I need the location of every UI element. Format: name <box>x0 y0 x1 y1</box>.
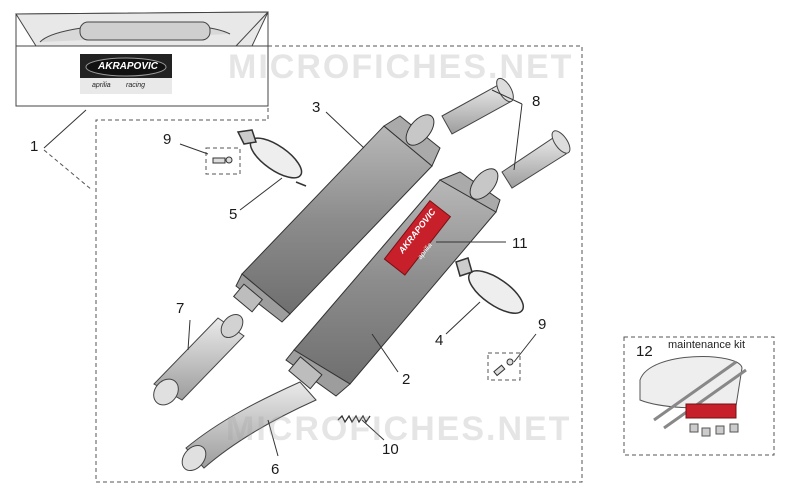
clamp-5 <box>236 129 307 187</box>
screw-frame-right <box>487 352 521 381</box>
maintenance-kit-frame <box>623 336 775 456</box>
leader-lines <box>43 89 537 457</box>
spring-10 <box>337 414 371 424</box>
box-logo-sub-right: racing <box>126 82 146 89</box>
box-logo-sub-left: aprilia <box>92 82 111 89</box>
box-logo-brand: AKRAPOVIC <box>98 61 159 72</box>
callout-3: 3 <box>312 99 321 116</box>
box-logo-emblem <box>85 57 167 77</box>
callout-4: 4 <box>435 332 444 349</box>
callout-12: 12 <box>636 343 653 360</box>
screw-9-right <box>493 358 514 377</box>
clamp-4 <box>455 257 525 314</box>
screw-frame-left <box>205 147 241 175</box>
main-assembly-frame <box>95 45 583 483</box>
callout-6: 6 <box>271 461 280 478</box>
link-pipe-7 <box>153 313 245 406</box>
link-pipe-6 <box>181 381 317 472</box>
muffler-logo <box>383 199 452 276</box>
dashed-frames <box>43 45 775 483</box>
callout-5: 5 <box>229 206 238 223</box>
callout-9-right: 9 <box>538 316 547 333</box>
muffler-3 <box>232 114 441 323</box>
callout-7: 7 <box>176 300 185 317</box>
screw-9-left <box>212 156 233 164</box>
callout-10: 10 <box>382 441 399 458</box>
maintenance-kit-parts <box>639 356 747 437</box>
callout-8: 8 <box>532 93 541 110</box>
muffler-2 <box>285 168 501 397</box>
link-pipe-8b <box>501 130 571 189</box>
maintenance-kit-title: maintenance kit <box>668 339 746 351</box>
callout-11: 11 <box>512 235 528 252</box>
link-pipe-8a <box>441 77 514 135</box>
callout-1: 1 <box>30 138 39 155</box>
callout-2: 2 <box>402 371 411 388</box>
callout-9-left: 9 <box>163 131 172 148</box>
